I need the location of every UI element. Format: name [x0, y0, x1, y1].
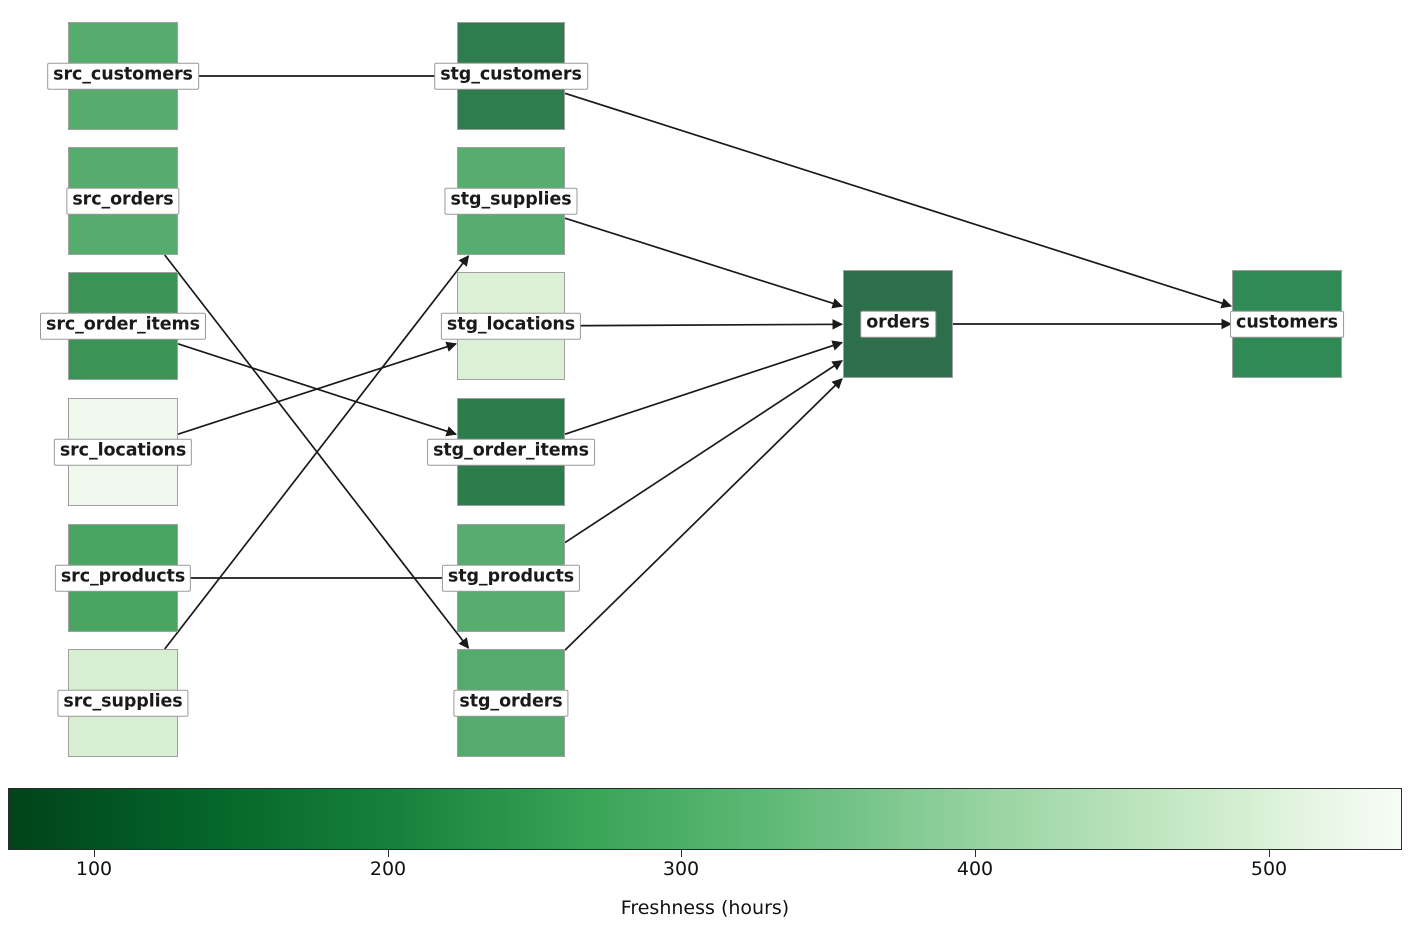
colorbar-tick-400 — [975, 850, 976, 857]
node-label-src_customers: src_customers — [47, 62, 199, 90]
node-label-stg_supplies: stg_supplies — [444, 187, 578, 215]
node-label-src_locations: src_locations — [53, 438, 193, 466]
colorbar-tick-label-500: 500 — [1250, 858, 1288, 880]
colorbar: 100 200 300 400 500 — [8, 788, 1402, 880]
edge-stg_products-to-orders — [564, 360, 843, 544]
node-label-src_products: src_products — [54, 564, 192, 592]
node-label-stg_order_items: stg_order_items — [427, 438, 595, 466]
node-label-src_orders: src_orders — [66, 187, 180, 215]
node-label-stg_customers: stg_customers — [434, 62, 588, 90]
edge-stg_orders-to-orders — [564, 378, 843, 651]
edge-stg_order_items-to-orders — [564, 340, 844, 435]
node-label-stg_products: stg_products — [441, 564, 581, 592]
edge-src_locations-to-stg_locations — [177, 341, 458, 435]
edge-stg_customers-to-customers — [564, 92, 1233, 309]
edge-stg_locations-to-orders — [564, 319, 844, 330]
node-label-stg_locations: stg_locations — [440, 312, 582, 340]
node-label-orders: orders — [860, 310, 936, 338]
colorbar-tick-label-100: 100 — [75, 858, 113, 880]
colorbar-tick-300 — [681, 850, 682, 857]
edge-src_supplies-to-stg_supplies — [164, 255, 470, 650]
node-label-stg_orders: stg_orders — [453, 689, 569, 717]
colorbar-tick-100 — [94, 850, 95, 857]
colorbar-tick-label-400: 400 — [956, 858, 994, 880]
colorbar-tick-500 — [1269, 850, 1270, 857]
colorbar-gradient — [8, 788, 1402, 850]
colorbar-title: Freshness (hours) — [620, 897, 790, 919]
edge-stg_supplies-to-orders — [564, 217, 844, 309]
colorbar-tick-label-200: 200 — [369, 858, 407, 880]
node-label-src_order_items: src_order_items — [40, 312, 206, 340]
node-label-src_supplies: src_supplies — [57, 689, 189, 717]
colorbar-tick-label-300: 300 — [662, 858, 700, 880]
colorbar-tick-200 — [388, 850, 389, 857]
node-label-customers: customers — [1230, 310, 1344, 338]
